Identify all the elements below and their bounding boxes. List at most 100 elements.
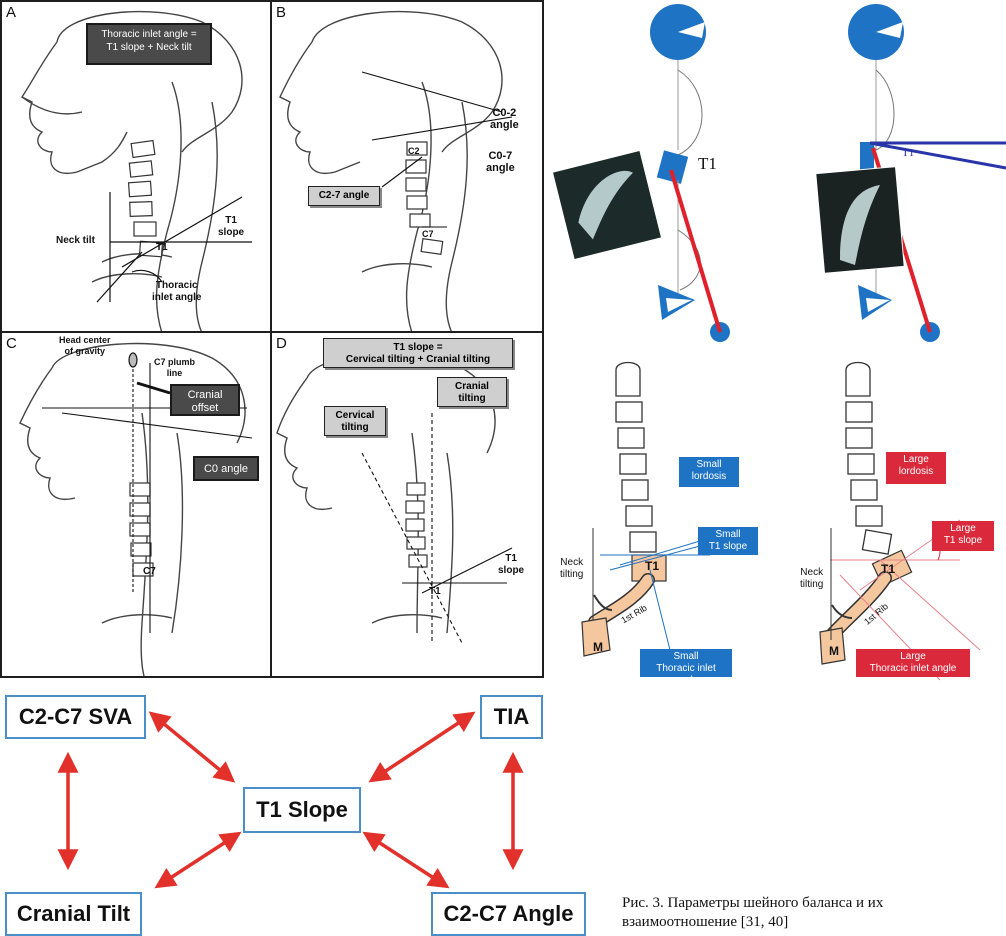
tag-small-lordosis: Small lordosis (679, 457, 739, 487)
panel-c-cranial-offset-l2: offset (191, 402, 219, 414)
panel-d-cervical-tilting-l1: Cervical (335, 410, 375, 421)
panel-c-letter: C (6, 335, 17, 352)
spine-left-neck-l1: Neck (560, 557, 584, 568)
spine-left (615, 361, 657, 553)
balance-right-t1-label: T1 (902, 147, 915, 159)
panel-a-callout-line2: T1 slope + Neck tilt (106, 42, 192, 53)
spine-right (845, 361, 893, 555)
panel-b-c02-label: C0-2 angle (490, 107, 519, 131)
tag-small-t1-slope: Small T1 slope (698, 527, 758, 555)
arrow-tia-t1 (368, 711, 476, 783)
tag-small-tia-l1: Small (673, 651, 699, 662)
tag-small-t1-l1: Small (715, 529, 741, 540)
panel-d-t1-slope-l1: T1 (505, 553, 517, 564)
arrow-sva-t1 (148, 711, 236, 783)
panel-b-c27-callout: C2-7 angle (308, 186, 380, 206)
spine-right-neck-l2: tilting (800, 579, 824, 590)
arrow-t1-cranial (154, 831, 242, 889)
panel-b-c2-label: C2 (408, 146, 420, 156)
panel-c-head-cog-label: Head center of gravity (59, 335, 111, 357)
panel-d-cervical-tilting-l2: tilting (341, 422, 369, 433)
tag-small-lordosis-l1: Small (696, 459, 722, 470)
panel-d-cranial-tilting-l2: tilting (458, 393, 486, 404)
tag-small-t1-l2: T1 slope (708, 541, 748, 552)
spine-left-neck-tilting-label: Neck tilting (560, 557, 583, 581)
panel-d-drawing (276, 352, 513, 644)
figure-caption: Рис. 3. Параметры шейного баланса и их в… (622, 894, 1002, 932)
spine-right-t1-label: T1 (881, 562, 896, 576)
panel-b-c07-l1: C0-7 (488, 150, 513, 162)
panel-c: C Head center of gravity (0, 331, 274, 678)
tag-large-t1-l2: T1 slope (943, 535, 983, 546)
spine-right-m-label: M (829, 644, 839, 658)
figure-caption-line2: взаимоотношение [31, 40] (622, 914, 789, 930)
tag-small-tia: Small Thoracic inlet angle (640, 649, 732, 686)
spine-right-neck-tilting-label: Neck tilting (800, 567, 823, 591)
panel-a-drawing (20, 10, 252, 333)
spine-left-m-label: M (593, 640, 603, 654)
panel-a-t1-slope-l1: T1 (225, 215, 237, 226)
balance-left-t1-label: T1 (698, 154, 717, 173)
panel-d-t1-label: T1 (429, 586, 441, 597)
panel-d-letter: D (276, 335, 287, 352)
panel-a-tia-label: Thoracic inlet angle (152, 280, 201, 304)
node-t1-slope: T1 Slope (243, 787, 361, 833)
tag-large-tia-l1: Large (900, 651, 926, 662)
tag-large-lordosis-l1: Large (903, 454, 929, 465)
node-cranial-tilt: Cranial Tilt (5, 892, 142, 936)
panel-d-cervical-tilting-callout: Cervical tilting (324, 406, 386, 436)
tag-large-tia: Large Thoracic inlet angle (856, 649, 970, 677)
node-tia: TIA (480, 695, 543, 739)
panel-c-drawing (19, 342, 253, 676)
panel-d-cranial-tilting-callout: Cranial tilting (437, 377, 507, 407)
spine-left-t1 (581, 554, 667, 657)
panel-d: D T1 slope = Cervical tilting + Cranial … (270, 331, 544, 678)
panel-a-tia-formula-callout: Thoracic inlet angle = T1 slope + Neck t… (86, 23, 212, 65)
tag-large-t1-slope: Large T1 slope (932, 521, 994, 551)
tag-large-t1-l1: Large (950, 523, 976, 534)
panel-c-plumb-label: C7 plumb line (154, 357, 195, 379)
panel-c-plumb-l2: line (166, 368, 183, 378)
tag-large-lordosis-l2: lordosis (898, 466, 934, 477)
panel-a-t1-slope-l2: slope (218, 227, 245, 238)
spine-comparison (581, 361, 981, 681)
relation-arrows (57, 711, 524, 889)
panel-a-letter: A (6, 4, 17, 21)
balance-figure-left (650, 4, 730, 342)
panel-a-tia-l2: inlet angle (152, 292, 202, 303)
panel-c-plumb-l1: C7 plumb (154, 357, 196, 367)
tag-large-lordosis: Large lordosis (886, 452, 946, 484)
panel-a-t1-label: T1 (156, 242, 168, 253)
node-c2c7-angle: C2-C7 Angle (431, 892, 586, 936)
panel-d-t1-slope-label: T1 slope (498, 553, 524, 577)
panel-b: B C0-2 angle C0-7 angle C2 (270, 0, 544, 335)
panel-d-t1-slope-l2: slope (498, 565, 525, 576)
panel-d-t1-slope-eq-callout: T1 slope = Cervical tilting + Cranial ti… (323, 338, 513, 368)
spine-right-neck-l1: Neck (800, 567, 824, 578)
panel-b-c02-l2: angle (490, 119, 519, 131)
panel-b-letter: B (276, 4, 287, 21)
tag-large-tia-l2: Thoracic inlet angle (869, 663, 957, 674)
panel-b-c02-l1: C0-2 (492, 107, 517, 119)
panel-c-cranial-offset-l1: Cranial (187, 389, 223, 401)
arrow-t1-angle (362, 831, 450, 889)
panel-d-t1-slope-eq-l2: Cervical tilting + Cranial tilting (345, 354, 491, 365)
tag-small-lordosis-l2: lordosis (691, 471, 727, 482)
spine-left-neck-l2: tilting (560, 569, 584, 580)
panel-c-c0-angle-callout: C0 angle (193, 456, 259, 481)
panel-d-cranial-tilting-l1: Cranial (455, 381, 489, 392)
panel-c-head-cog-l2: of gravity (64, 346, 106, 356)
node-c2c7-sva: C2-C7 SVA (5, 695, 146, 739)
panel-a-t1-slope-label: T1 slope (218, 215, 244, 239)
figure-caption-line1: Рис. 3. Параметры шейного баланса и их (622, 895, 884, 911)
tag-small-tia-l2: Thoracic inlet angle (656, 663, 716, 686)
balance-figures (551, 4, 1006, 342)
panel-b-drawing (279, 10, 513, 333)
panel-c-head-cog-l1: Head center (59, 335, 111, 345)
panel-b-c07-l2: angle (486, 162, 515, 174)
spine-left-t1-label: T1 (645, 559, 660, 573)
panel-c-cranial-offset-callout: Cranial offset (170, 384, 240, 416)
panel-a-neck-tilt-label: Neck tilt (56, 235, 95, 246)
panel-d-t1-slope-eq-l1: T1 slope = (393, 342, 443, 353)
panel-c-c7-label: C7 (143, 566, 156, 577)
